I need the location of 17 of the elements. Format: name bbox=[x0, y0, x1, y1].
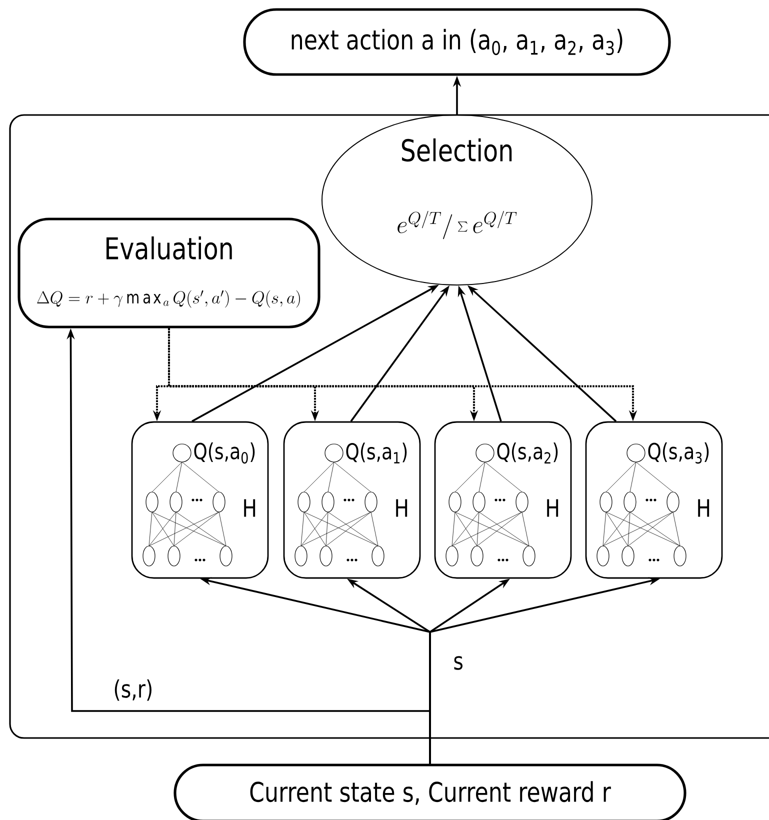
softmax-formula: $e^{Q/T}\Big/\sum e^{Q/T}$ bbox=[398, 210, 517, 240]
q-value-label: Q(s,a$_{3}$) bbox=[648, 442, 709, 464]
terminal-label: Current state s, Current reward r bbox=[250, 781, 611, 805]
heading: Evaluation bbox=[106, 236, 232, 260]
edge-label: (s,r) bbox=[112, 678, 154, 702]
agent-frame bbox=[9, 114, 769, 739]
terminal-label: next action a in (a$_{0}$, a$_{1}$, a$_{2}$, a$_{3}$) bbox=[292, 28, 622, 56]
q-value-label: Q(s,a$_{2}$) bbox=[497, 442, 558, 464]
td-error-formula: $\Delta Q = r + \gamma \max_{a} Q(s',a') - Q(s,a)$ bbox=[37, 290, 300, 308]
q-value-label: Q(s,a$_{0}$) bbox=[194, 442, 255, 464]
q-value-label: Q(s,a$_{1}$) bbox=[346, 442, 407, 464]
hidden-layer-label: H bbox=[698, 499, 710, 517]
hidden-layer-label: H bbox=[396, 499, 408, 517]
heading: Selection bbox=[402, 138, 512, 162]
hidden-layer-label: H bbox=[244, 499, 256, 517]
edge-label: s bbox=[452, 655, 464, 671]
hidden-layer-label: H bbox=[547, 499, 558, 517]
